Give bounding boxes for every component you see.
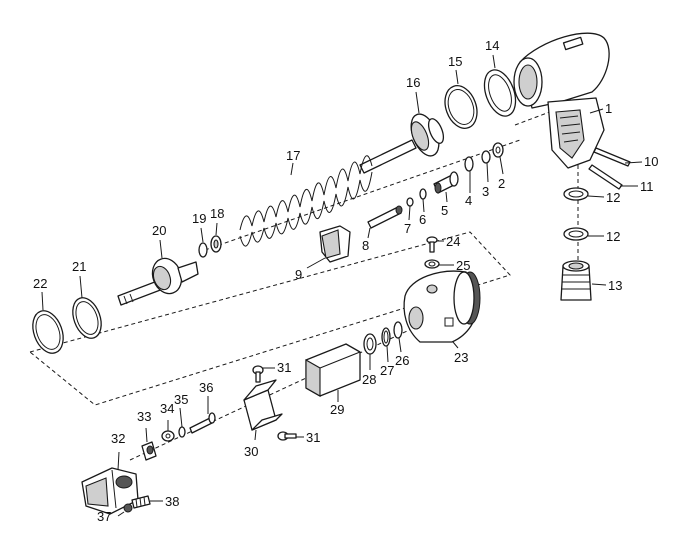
part-label-20: 20 — [152, 223, 166, 238]
pin-part-38 — [131, 495, 151, 509]
assembly-guide-frame — [28, 231, 511, 406]
part-label-6: 6 — [419, 212, 426, 227]
part-label-9: 9 — [295, 267, 302, 282]
oring-part-7 — [406, 197, 414, 207]
washer-part-12-lower — [563, 227, 589, 241]
part-label-34: 34 — [160, 401, 174, 416]
pin-part-8 — [367, 205, 403, 229]
oring-part-4 — [464, 156, 474, 172]
part-label-36: 36 — [199, 380, 213, 395]
sleeve-part-33 — [141, 441, 157, 461]
inlet-fitting-part-13 — [560, 260, 592, 301]
washer-part-12-upper — [563, 187, 589, 201]
housing-part-1 — [513, 32, 610, 169]
ring-part-15 — [444, 85, 478, 129]
part-label-16: 16 — [406, 75, 420, 90]
part-label-37: 37 — [97, 509, 111, 524]
trigger-part-9 — [319, 225, 351, 263]
ring-part-35 — [178, 426, 186, 438]
part-label-35: 35 — [174, 392, 188, 407]
part-label-11: 11 — [640, 179, 654, 194]
bracket-part-30 — [243, 379, 283, 431]
part-label-8: 8 — [362, 238, 369, 253]
part-label-24: 24 — [446, 234, 460, 249]
part-label-33: 33 — [137, 409, 151, 424]
part-label-3: 3 — [482, 184, 489, 199]
washer-part-18 — [210, 235, 222, 253]
ring-part-28 — [363, 333, 377, 355]
part-label-38: 38 — [165, 494, 179, 509]
part-label-14: 14 — [485, 38, 499, 53]
part-label-12a: 12 — [606, 190, 620, 205]
screw-part-24 — [426, 236, 438, 253]
part-label-23: 23 — [454, 350, 468, 365]
part-label-21: 21 — [72, 259, 86, 274]
part-label-28: 28 — [362, 372, 376, 387]
washer-part-34 — [161, 430, 175, 442]
part-label-2: 2 — [498, 176, 505, 191]
ring-part-21 — [72, 297, 102, 339]
washer-part-6 — [419, 188, 427, 200]
spring-part-17 — [239, 155, 373, 247]
part-label-18: 18 — [210, 206, 224, 221]
part-label-1: 1 — [605, 101, 612, 116]
part-label-12b: 12 — [606, 229, 620, 244]
screw-part-37 — [123, 503, 133, 513]
valve-part-16 — [359, 113, 445, 174]
part-label-10: 10 — [644, 154, 658, 169]
part-label-31b: 31 — [306, 430, 320, 445]
washer-part-19 — [198, 242, 208, 258]
cylinder-head-part-23 — [403, 270, 481, 343]
pin-part-10 — [593, 147, 631, 167]
part-label-27: 27 — [380, 363, 394, 378]
part-label-30: 30 — [244, 444, 258, 459]
part-label-25: 25 — [456, 258, 470, 273]
screw-part-31-upper — [252, 365, 264, 383]
part-label-29: 29 — [330, 402, 344, 417]
part-label-13: 13 — [608, 278, 622, 293]
nozzle-head-part-32 — [81, 467, 139, 515]
part-label-19: 19 — [192, 211, 206, 226]
part-label-22: 22 — [33, 276, 47, 291]
part-label-4: 4 — [465, 193, 472, 208]
block-part-29 — [305, 343, 361, 397]
part-label-26: 26 — [395, 353, 409, 368]
screw-part-31-lower — [277, 431, 297, 441]
washer-part-3 — [481, 150, 491, 164]
washer-part-25 — [424, 259, 440, 269]
bolt-part-36 — [189, 412, 216, 434]
part-label-15: 15 — [448, 54, 462, 69]
shaft-part-20 — [117, 257, 199, 306]
ring-part-27 — [381, 327, 391, 347]
ring-part-14 — [483, 69, 517, 117]
part-label-31a: 31 — [277, 360, 291, 375]
ring-part-22 — [32, 310, 64, 354]
ring-part-26 — [393, 321, 403, 339]
part-label-17: 17 — [286, 148, 300, 163]
part-label-7: 7 — [404, 221, 411, 236]
nut-part-2 — [492, 142, 504, 158]
part-label-5: 5 — [441, 203, 448, 218]
pin-part-11 — [588, 164, 623, 190]
valve-seat-part-5 — [433, 171, 459, 194]
part-label-32: 32 — [111, 431, 125, 446]
